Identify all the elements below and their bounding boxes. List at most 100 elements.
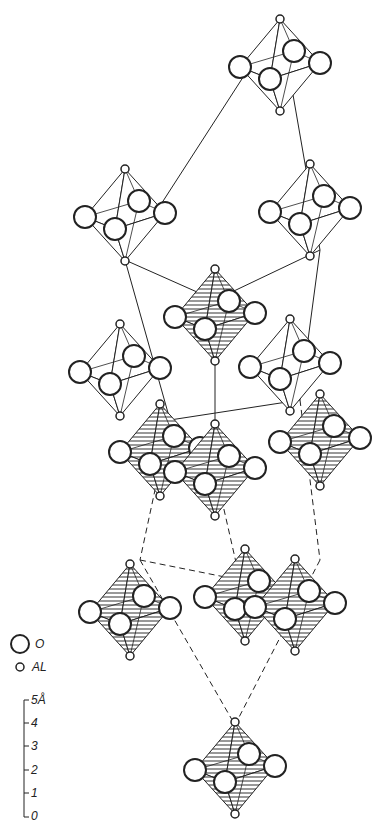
oxygen-atom bbox=[109, 441, 131, 463]
oxygen-atom bbox=[244, 457, 266, 479]
oxygen-atom bbox=[133, 585, 155, 607]
octahedron bbox=[194, 545, 296, 645]
scale-bar bbox=[24, 700, 29, 817]
scale-label: 3 bbox=[31, 739, 38, 753]
oxygen-atom bbox=[69, 361, 91, 383]
octahedron bbox=[269, 390, 371, 490]
octahedron bbox=[79, 560, 181, 660]
oxygen-atom bbox=[194, 586, 216, 608]
scale-label: 0 bbox=[31, 809, 38, 823]
aluminium-atom bbox=[291, 555, 299, 563]
aluminium-atom bbox=[211, 420, 219, 428]
aluminium-atom bbox=[156, 400, 164, 408]
oxygen-atom bbox=[224, 598, 246, 620]
oxygen-atom bbox=[309, 52, 331, 74]
aluminium-atom bbox=[211, 265, 219, 273]
octahedron bbox=[244, 555, 346, 655]
aluminium-atom bbox=[286, 407, 294, 415]
octahedron bbox=[74, 165, 176, 265]
oxygen-atom bbox=[123, 345, 145, 367]
aluminium-atom bbox=[276, 107, 284, 115]
aluminium-atom bbox=[231, 810, 239, 818]
oxygen-atom bbox=[163, 425, 185, 447]
oxygen-atom bbox=[214, 771, 236, 793]
legend-label: O bbox=[35, 637, 44, 651]
oxygen-atom bbox=[293, 340, 315, 362]
oxygen-atom bbox=[269, 431, 291, 453]
aluminium-atom bbox=[126, 652, 134, 660]
oxygen-atom bbox=[74, 206, 96, 228]
aluminium-atom bbox=[126, 560, 134, 568]
oxygen-atom bbox=[128, 190, 150, 212]
octahedron bbox=[164, 420, 266, 520]
oxygen-atom bbox=[99, 373, 121, 395]
aluminium-atom bbox=[241, 545, 249, 553]
oxygen-atom bbox=[149, 357, 171, 379]
aluminium-atom bbox=[316, 390, 324, 398]
aluminium-atom bbox=[286, 315, 294, 323]
oxygen-atom bbox=[283, 40, 305, 62]
oxygen-atom bbox=[239, 356, 261, 378]
aluminium-atom bbox=[276, 15, 284, 23]
oxygen-atom bbox=[248, 570, 270, 592]
oxygen-atom bbox=[218, 290, 240, 312]
octahedron bbox=[229, 15, 331, 115]
oxygen-atom bbox=[324, 592, 346, 614]
oxygen-atom bbox=[244, 596, 266, 618]
oxygen-atom bbox=[319, 352, 341, 374]
oxygen-atom bbox=[264, 755, 286, 777]
aluminium-atom bbox=[306, 160, 314, 168]
oxygen-atom bbox=[299, 443, 321, 465]
oxygen-atom bbox=[289, 213, 311, 235]
scale-label: 2 bbox=[31, 763, 38, 777]
oxygen-atom bbox=[269, 368, 291, 390]
oxygen-atom bbox=[259, 68, 281, 90]
octahedron bbox=[164, 265, 266, 365]
aluminium-atom bbox=[291, 647, 299, 655]
oxygen-atom bbox=[104, 218, 126, 240]
oxygen-atom bbox=[229, 56, 251, 78]
oxygen-atom bbox=[259, 201, 281, 223]
scale-label: 1 bbox=[31, 786, 38, 800]
oxygen-atom bbox=[238, 743, 260, 765]
oxygen-atom bbox=[164, 461, 186, 483]
octahedron bbox=[184, 718, 286, 818]
oxygen-atom bbox=[244, 302, 266, 324]
aluminium-atom bbox=[306, 252, 314, 260]
aluminium-atom bbox=[156, 492, 164, 500]
oxygen-atom bbox=[313, 185, 335, 207]
octahedron bbox=[69, 320, 171, 420]
oxygen-atom bbox=[184, 759, 206, 781]
octahedron bbox=[259, 160, 361, 260]
legend-samples bbox=[11, 635, 29, 671]
oxygen-atom bbox=[298, 580, 320, 602]
oxygen-atom bbox=[274, 608, 296, 630]
oxygen-atom bbox=[154, 202, 176, 224]
oxygen-atom bbox=[164, 306, 186, 328]
aluminium-atom bbox=[121, 165, 129, 173]
oxygen-atom bbox=[194, 318, 216, 340]
aluminium-atom bbox=[116, 412, 124, 420]
oxygen-atom bbox=[349, 427, 371, 449]
scale-label: 4 bbox=[31, 716, 38, 730]
oxygen-atom bbox=[109, 613, 131, 635]
aluminium-sample bbox=[16, 663, 24, 671]
aluminium-atom bbox=[121, 257, 129, 265]
legend-label: AL bbox=[32, 660, 47, 674]
aluminium-atom bbox=[211, 357, 219, 365]
oxygen-atom bbox=[194, 473, 216, 495]
aluminium-atom bbox=[316, 482, 324, 490]
oxygen-atom bbox=[79, 601, 101, 623]
aluminium-atom bbox=[211, 512, 219, 520]
oxygen-atom bbox=[218, 445, 240, 467]
aluminium-atom bbox=[241, 637, 249, 645]
oxygen-sample bbox=[11, 635, 29, 653]
aluminium-atom bbox=[116, 320, 124, 328]
aluminium-atom bbox=[231, 718, 239, 726]
oxygen-atom bbox=[323, 415, 345, 437]
oxygen-atom bbox=[339, 197, 361, 219]
oxygen-atom bbox=[139, 453, 161, 475]
oxygen-atom bbox=[159, 597, 181, 619]
scale-label: 5Å bbox=[31, 693, 46, 707]
